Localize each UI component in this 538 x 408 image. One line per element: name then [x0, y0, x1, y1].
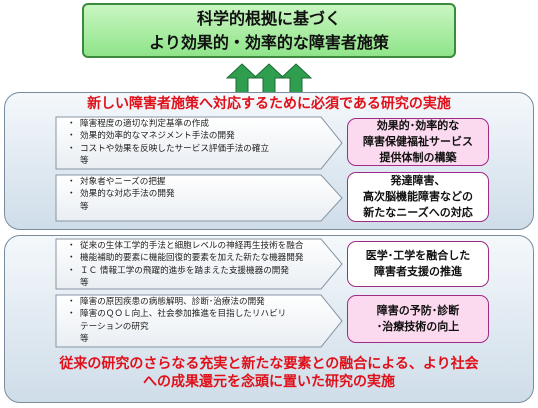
result-line: ･治療技術の向上 [376, 320, 460, 333]
result-line: 提供体制の構築 [379, 151, 457, 164]
list-item: 従来の生体工学的手法と細胞レベルの神経再生技術を融合 [67, 240, 320, 253]
list-etc: 等 [80, 155, 89, 166]
list-etc: 等 [80, 201, 89, 212]
bottom-section-title: 従来の研究のさらなる充実と新たな要素との融合による、より社会 への成果還元を念頭… [0, 355, 538, 391]
list-item: コストや効果を反映したサービス評価手法の確立 [67, 143, 320, 156]
list-etc: 等 [80, 333, 89, 344]
list-item: 障害の原因疾患の病態解明、診断･治療法の開発 [67, 296, 320, 309]
list-item: 効果的な対応手法の開発 [67, 188, 320, 201]
bottom-title-line-2: への成果還元を念頭に置いた研究の実施 [143, 374, 395, 390]
list-item-continuation: テーションの研究 [80, 321, 149, 332]
result-line: 障害保健福祉サービス [363, 135, 473, 148]
top-section-title: 新しい障害者施策へ対応するために必須である研究の実施 [87, 96, 451, 112]
result-box-prevention-treatment: 障害の予防･診断 ･治療技術の向上 [347, 295, 489, 343]
result-box-new-needs: 発達障害、 高次脳機能障害などの 新たなニーズへの対応 [347, 172, 489, 222]
bottom-list-2: 障害の原因疾患の病態解明、診断･治療法の開発 障害のＱＯＬ向上、社会参加推進を目… [67, 296, 320, 345]
list-item: 障害程度の適切な判定基準の作成 [67, 118, 320, 131]
list-item: 障害のＱＯＬ向上、社会参加推進を目指したリハビリ [67, 308, 320, 321]
result-line: 新たなニーズへの対応 [363, 206, 473, 219]
top-list-1: 障害程度の適切な判定基準の作成 効果的効率的なマネジメント手法の開発 コストや効… [67, 118, 320, 167]
bottom-list-1: 従来の生体工学的手法と細胞レベルの神経再生技術を融合 機能補助的要素に機能回復的… [67, 240, 320, 289]
result-line: 障害者支援の推進 [374, 265, 462, 278]
list-item: 効果的効率的なマネジメント手法の開発 [67, 130, 320, 143]
list-item: 対象者やニーズの把握 [67, 176, 320, 189]
result-line: 障害の予防･診断 [376, 304, 460, 317]
goal-line-1: 科学的根拠に基づく [196, 8, 341, 28]
list-item: ＩＣ 情報工学の飛躍的進歩を踏まえた支援機器の開発 [67, 265, 320, 278]
result-line: 医学･工学を融合した [365, 249, 471, 262]
goal-box: 科学的根拠に基づく より効果的・効率的な障害者施策 [82, 3, 456, 58]
up-arrow-icon [280, 63, 312, 95]
top-list-2: 対象者やニーズの把握 効果的な対応手法の開発 等 [67, 176, 320, 213]
result-line: 効果的･効率的な [376, 119, 460, 132]
list-item: 機能補助的要素に機能回復的要素を加えた新たな機器開発 [67, 252, 320, 265]
bottom-title-line-1: 従来の研究のさらなる充実と新たな要素との融合による、より社会 [59, 356, 479, 372]
result-line: 発達障害、 [390, 174, 446, 187]
result-box-service-system: 効果的･効率的な 障害保健福祉サービス 提供体制の構築 [347, 118, 489, 166]
result-box-medical-engineering: 医学･工学を融合した 障害者支援の推進 [347, 241, 489, 287]
result-line: 高次脳機能障害などの [363, 190, 473, 203]
list-etc: 等 [80, 277, 89, 288]
goal-line-2: より効果的・効率的な障害者施策 [149, 32, 389, 52]
